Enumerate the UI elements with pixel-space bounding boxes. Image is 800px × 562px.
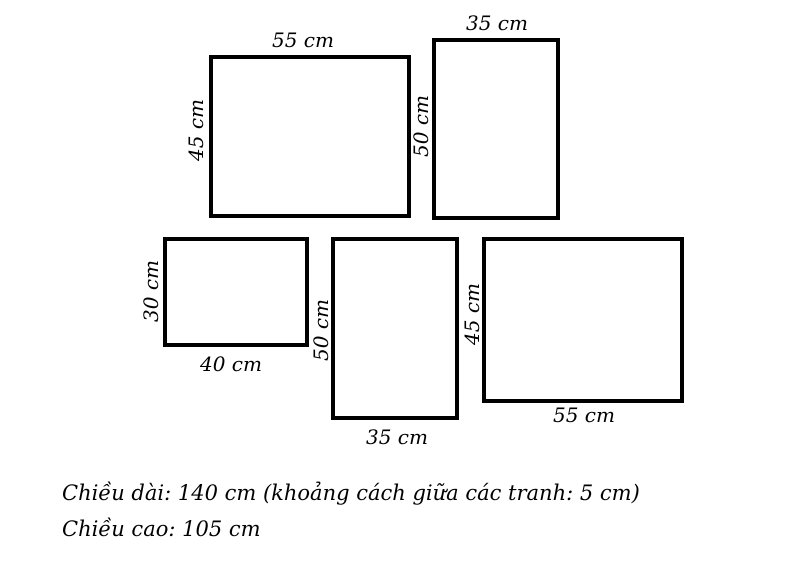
frame-4-rect	[331, 237, 459, 420]
frame-3-height-label: 30 cm	[139, 260, 163, 322]
frame-1-height-label: 45 cm	[184, 99, 208, 161]
total-height-text: Chiều cao: 105 cm	[62, 517, 261, 541]
frame-2-rect	[432, 38, 560, 220]
frame-4-width-label: 35 cm	[366, 425, 428, 449]
frame-5-height-label: 45 cm	[460, 283, 484, 345]
frame-5-width-label: 55 cm	[553, 403, 615, 427]
frame-4-height-label: 50 cm	[309, 299, 333, 361]
frame-2-height-label: 50 cm	[409, 95, 433, 157]
frame-1-rect	[209, 55, 411, 218]
frame-5-rect	[482, 237, 684, 403]
frame-2-width-label: 35 cm	[466, 11, 528, 35]
frame-1-width-label: 55 cm	[272, 28, 334, 52]
total-length-text: Chiều dài: 140 cm (khoảng cách giữa các …	[62, 481, 640, 505]
frame-3-rect	[163, 237, 309, 347]
frame-3-width-label: 40 cm	[200, 352, 262, 376]
